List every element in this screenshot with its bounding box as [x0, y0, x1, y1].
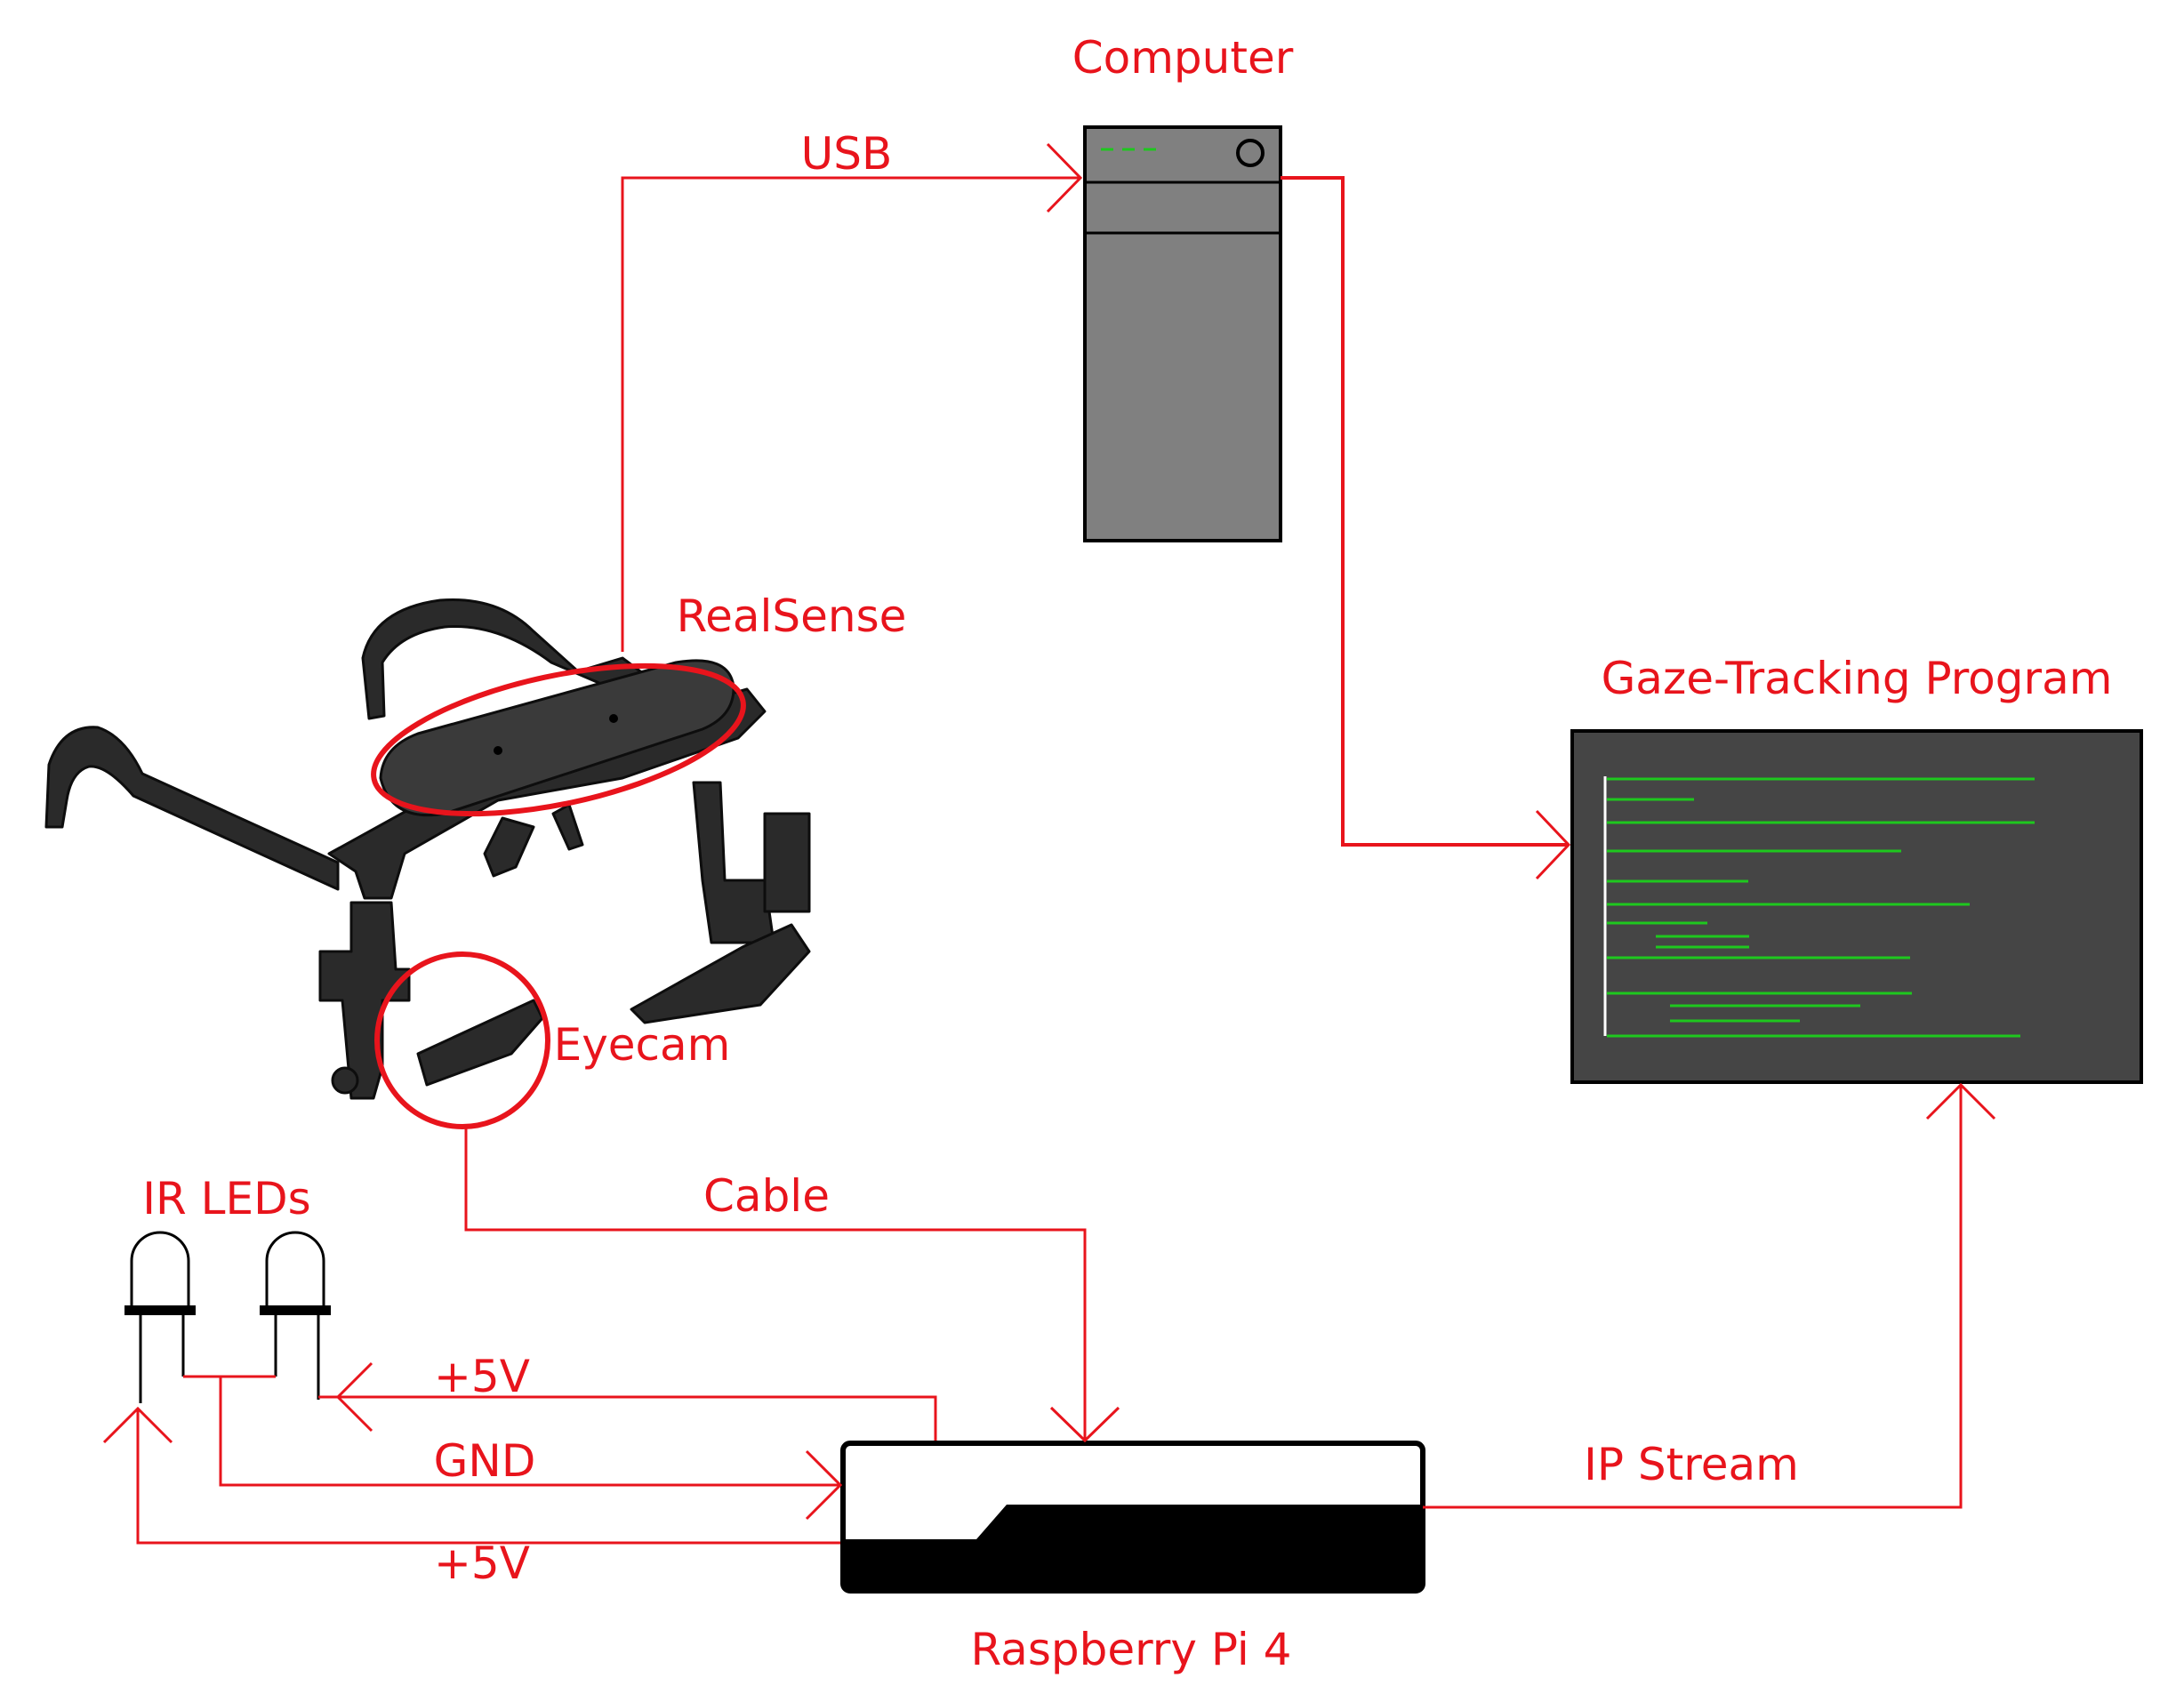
eyecam-highlight-ring — [374, 951, 550, 1129]
ip-stream-wire — [1423, 1085, 1963, 1509]
plus5v-bottom-arrowhead — [102, 1406, 173, 1444]
usb-arrowhead — [1046, 142, 1083, 213]
eye-tracking-glasses-icon — [44, 598, 811, 1100]
plus5v-top-wire — [318, 1395, 937, 1441]
eyecam-label: Eyecam — [554, 1019, 731, 1071]
usb-label: USB — [801, 128, 893, 180]
raspberry-pi-label: Raspberry Pi 4 — [971, 1624, 1292, 1675]
gnd-label: GND — [434, 1435, 536, 1487]
plus5v-bottom-label: +5V — [434, 1537, 530, 1589]
computer-tower-icon — [1083, 125, 1282, 542]
cable-arrowhead — [1049, 1406, 1120, 1443]
gnd-wire — [219, 1377, 840, 1487]
ir-leds-label: IR LEDs — [142, 1173, 310, 1224]
realsense-label: RealSense — [677, 590, 907, 642]
computer-label: Computer — [1072, 32, 1294, 84]
plus5v-top-arrowhead — [335, 1361, 373, 1433]
cable-label: Cable — [703, 1170, 830, 1222]
ip-stream-label: IP Stream — [1584, 1439, 1799, 1490]
gaze-program-label: Gaze-Tracking Program — [1602, 653, 2113, 704]
realsense-highlight-ring — [371, 662, 746, 817]
code-screen-icon — [1570, 729, 2143, 1084]
usb-wire — [621, 176, 1080, 652]
computer-to-program-wire — [1281, 176, 1569, 847]
ip-stream-arrowhead — [1925, 1082, 1996, 1120]
gnd-arrowhead — [805, 1449, 843, 1521]
plus5v-top-label: +5V — [434, 1351, 530, 1402]
raspberry-pi-case-icon — [840, 1441, 1425, 1594]
plus5v-bottom-wire — [136, 1409, 840, 1545]
eyecam-cable-wire — [464, 1128, 1087, 1441]
ir-led-icon — [124, 1231, 331, 1403]
program-arrowhead — [1535, 809, 1571, 880]
